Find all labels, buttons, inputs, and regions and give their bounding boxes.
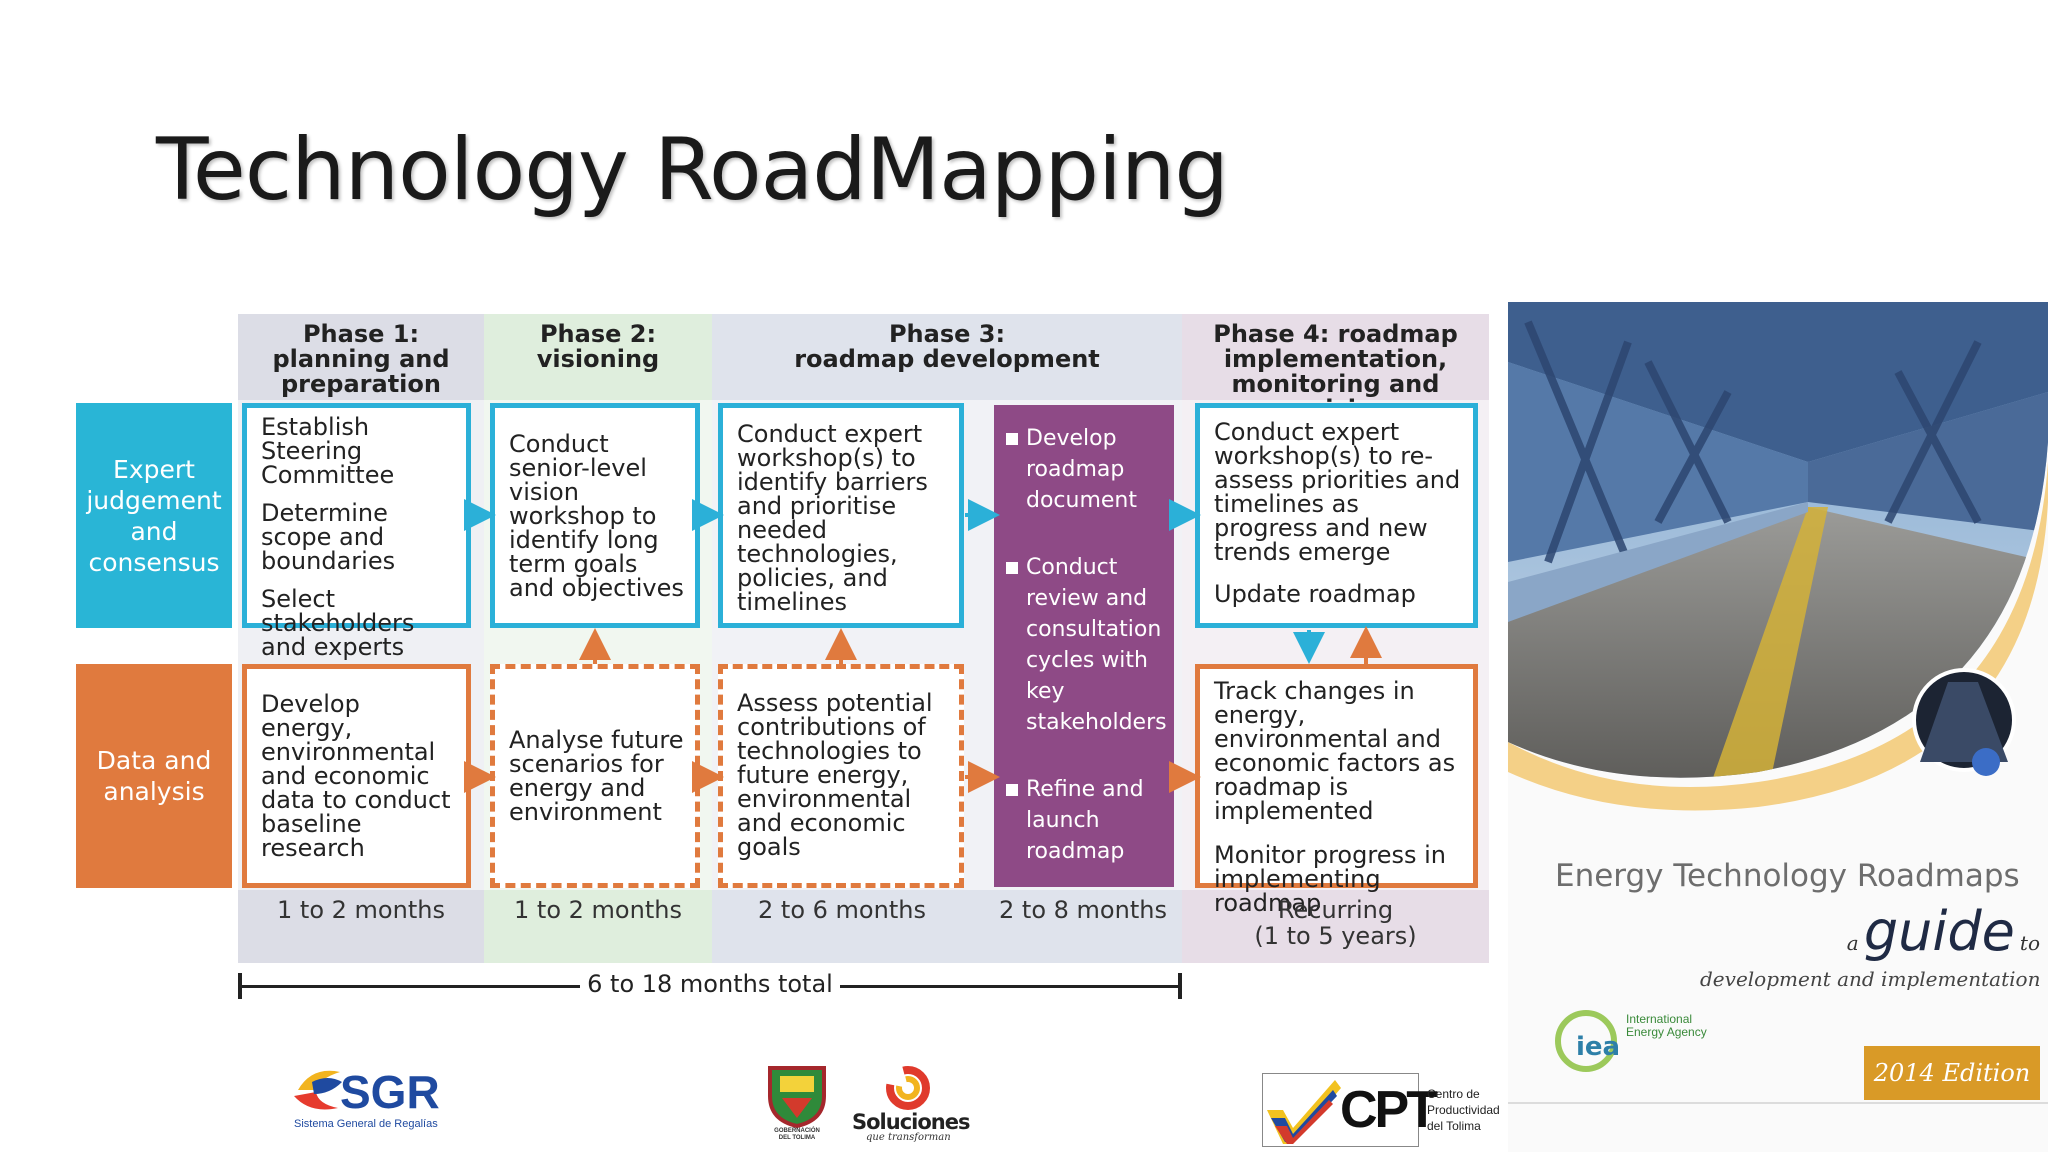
data-box-phase1: Develop energy, environmental and econom… (242, 664, 471, 888)
gobernacion-label: GOBERNACIÓN DEL TOLIMA (774, 1128, 820, 1141)
data-box-phase3: Assess potential contributions of techno… (718, 664, 964, 888)
svg-text:iea: iea (1576, 1032, 1620, 1062)
cpt-wordmark: CPT (1340, 1081, 1438, 1139)
expert-box-phase1: Establish Steering Committee Determine s… (242, 403, 471, 659)
book-guide-line: a guide to (1700, 900, 2040, 963)
cpt-check-icon (1267, 1080, 1341, 1144)
book-title: Energy Technology Roadmaps (1555, 858, 2020, 894)
book-bottom-rule (1508, 1102, 2048, 1104)
guide-suffix: to (2019, 931, 2040, 955)
duration-phase1: 1 to 2 months (277, 896, 445, 924)
timeline-end-tick (1178, 973, 1182, 999)
book-cover (1508, 302, 2048, 1152)
data-monitor-text: Monitor progress in implementing roadmap (1214, 841, 1446, 917)
bullet-square-icon (1006, 433, 1018, 445)
duration-phase3: 2 to 6 months (758, 896, 926, 924)
data-contributions-text: Assess potential contributions of techno… (737, 689, 933, 861)
data-box-phase4: Track changes in energy, environmental a… (1195, 664, 1478, 915)
soluciones-label: Soluciones (852, 1110, 970, 1134)
slide-title: Technology RoadMapping (156, 120, 1229, 220)
phase3-header: Phase 3: roadmap development (794, 320, 1100, 373)
guide-word: guide (1863, 900, 2015, 963)
duration-phase2: 1 to 2 months (514, 896, 682, 924)
expert-box-phase4: Conduct expert workshop(s) to re-assess … (1195, 403, 1478, 628)
cpt-subtitle: Centro de Productividad del Tolima (1427, 1087, 1500, 1133)
expert-update-text: Update roadmap (1214, 580, 1416, 608)
iea-agency-name: International Energy Agency (1626, 1012, 1707, 1039)
expert-item-scope: Determine scope and boundaries (261, 499, 396, 575)
bullet-square-icon (1006, 784, 1018, 796)
phase2-header: Phase 2: visioning (536, 320, 660, 373)
expert-box-phase3: Conduct expert workshop(s) to identify b… (718, 403, 964, 628)
edition-badge: 2014 Edition (1864, 1046, 2040, 1100)
purple-item-develop: Develop roadmap document (1006, 423, 1164, 516)
purple-box-phase3: Develop roadmap document Conduct review … (994, 405, 1174, 887)
duration-purple: 2 to 8 months (999, 896, 1167, 924)
data-baseline-text: Develop energy, environmental and econom… (261, 690, 451, 862)
bridge-photo (1508, 302, 2048, 811)
guide-prefix: a (1846, 931, 1859, 955)
soluciones-tagline: que transforman (866, 1132, 951, 1143)
purple-item-review: Conduct review and consultation cycles w… (1006, 552, 1167, 738)
svg-text:SGR: SGR (340, 1066, 440, 1118)
phase1-header: Phase 1: planning and preparation (272, 320, 450, 398)
expert-vision-text: Conduct senior-level vision workshop to … (509, 429, 684, 602)
expert-reassess-text: Conduct expert workshop(s) to re-assess … (1214, 418, 1461, 566)
data-track-text: Track changes in energy, environmental a… (1214, 677, 1456, 825)
expert-item-steering: Establish Steering Committee (261, 413, 395, 489)
iea-logo: iea (1555, 1010, 1620, 1072)
expert-workshop-text: Conduct expert workshop(s) to identify b… (737, 420, 928, 616)
book-subtitle: development and implementation (1700, 967, 2041, 991)
sgr-subtitle: Sistema General de Regalías (294, 1118, 438, 1130)
soluciones-swirl-icon (886, 1066, 930, 1110)
gobernacion-shield-icon (768, 1066, 826, 1129)
cpt-logo (1262, 1073, 1419, 1147)
expert-item-stakeholders: Select stakeholders and experts (261, 585, 415, 661)
data-box-phase2: Analyse future scenarios for energy and … (490, 664, 700, 888)
row-label-expert: Expert judgement and consensus (76, 403, 232, 628)
row-label-data: Data and analysis (76, 664, 232, 888)
timeline-total-label: 6 to 18 months total (580, 970, 840, 998)
data-scenarios-text: Analyse future scenarios for energy and … (509, 726, 684, 826)
purple-item-launch: Refine and launch roadmap (1006, 774, 1164, 867)
sgr-logo: SGR (294, 1066, 440, 1118)
bullet-square-icon (1006, 562, 1018, 574)
duration-phase4: Recurring (1 to 5 years) (1254, 896, 1417, 950)
